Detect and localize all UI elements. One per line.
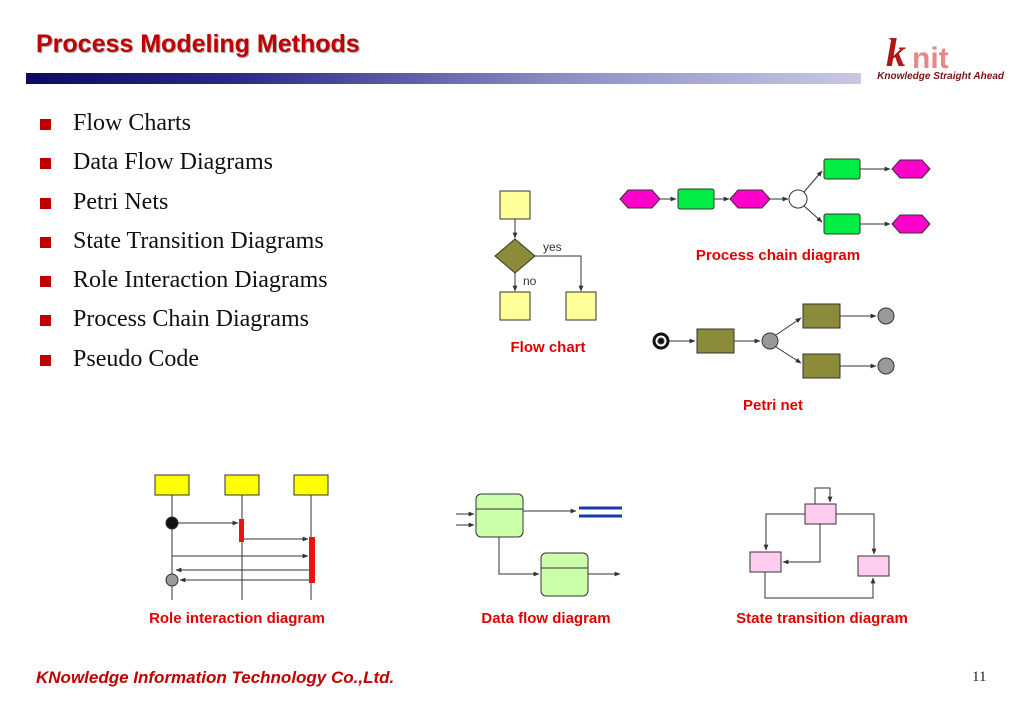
methods-bullet-list: Flow Charts Data Flow Diagrams Petri Net…: [38, 108, 328, 383]
flowchart-no-label: no: [523, 274, 537, 288]
role-interaction-diagram: [154, 474, 329, 600]
bullet-item: Petri Nets: [38, 187, 328, 226]
slide-title: Process Modeling Methods: [36, 30, 360, 58]
bullet-item: Process Chain Diagrams: [38, 304, 328, 343]
bullet-item: Role Interaction Diagrams: [38, 265, 328, 304]
bullet-item: State Transition Diagrams: [38, 226, 328, 265]
company-logo: k nit Knowledge Straight Ahead: [864, 28, 1004, 88]
knit-logo-icon: k nit: [886, 30, 949, 75]
logo-tagline: Knowledge Straight Ahead: [877, 71, 1004, 82]
bullet-item: Pseudo Code: [38, 344, 328, 383]
petri-net-caption: Petri net: [742, 397, 804, 414]
bullet-square-icon: [40, 119, 51, 130]
process-chain-diagram: [619, 158, 931, 235]
data-flow-caption: Data flow diagram: [481, 610, 611, 627]
title-underline-bar: [26, 73, 861, 84]
state-transition-caption: State transition diagram: [736, 610, 908, 627]
svg-text:k: k: [886, 30, 906, 73]
bullet-square-icon: [40, 236, 51, 248]
data-flow-diagram: [456, 493, 622, 597]
flow-chart-caption: Flow chart: [510, 339, 586, 356]
petri-net-diagram: [652, 303, 895, 379]
page-number: 11: [972, 669, 987, 685]
svg-text:nit: nit: [912, 42, 949, 73]
flowchart-yes-label: yes: [543, 240, 562, 254]
bullet-square-icon: [40, 315, 51, 327]
role-interaction-caption: Role interaction diagram: [149, 610, 325, 627]
bullet-square-icon: [40, 276, 51, 288]
bullet-square-icon: [40, 158, 51, 170]
bullet-square-icon: [40, 197, 51, 209]
footer-company-name: KNowledge Information Technology Co.,Ltd…: [36, 668, 395, 687]
bullet-square-icon: [40, 354, 51, 366]
process-chain-caption: Process chain diagram: [695, 247, 861, 264]
state-transition-diagram: [749, 487, 890, 599]
bullet-item: Flow Charts: [38, 108, 328, 147]
bullet-item: Data Flow Diagrams: [38, 147, 328, 186]
flow-chart-diagram: [494, 190, 597, 321]
